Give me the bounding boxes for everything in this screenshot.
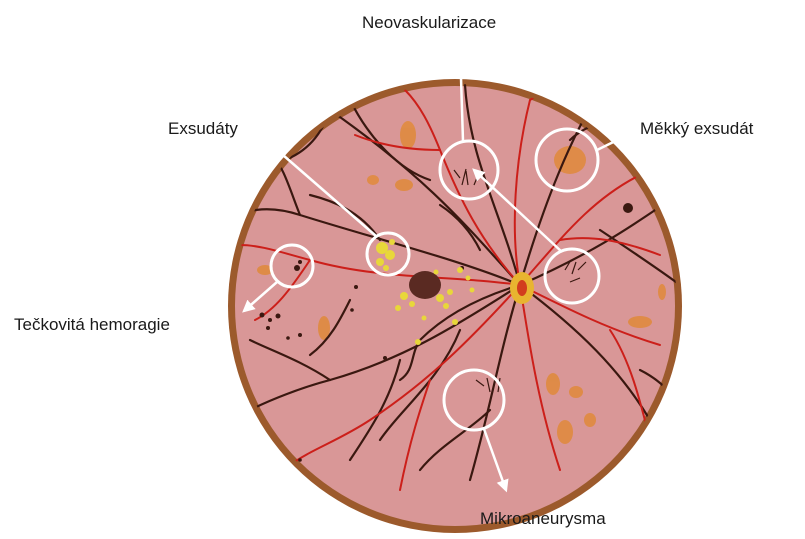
label-dot-hemorrhage: Tečkovitá hemoragie	[14, 316, 170, 333]
label-microaneurysm: Mikroaneurysma	[480, 510, 606, 527]
label-soft-exudate: Měkký exsudát	[640, 120, 753, 137]
label-exudates: Exsudáty	[168, 120, 238, 137]
optic-cup	[517, 280, 527, 296]
label-neovascularization: Neovaskularizace	[362, 14, 496, 31]
macular-lesion	[409, 271, 441, 299]
